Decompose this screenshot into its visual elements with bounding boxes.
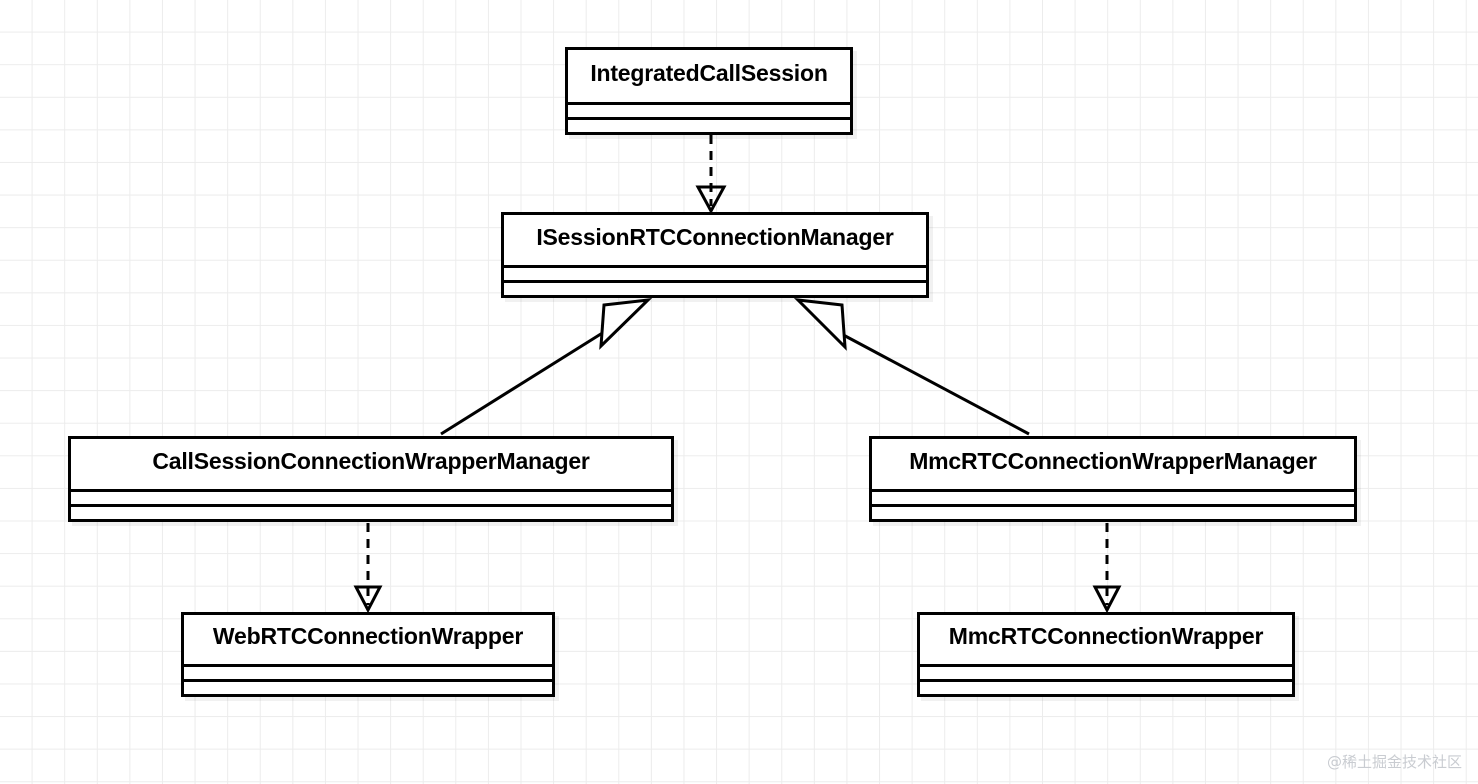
- uml-class-name: CallSessionConnectionWrapperManager: [152, 448, 590, 474]
- uml-compartment-attributes: [920, 664, 1292, 679]
- uml-class-mmc-rtc-connection-wrapper[interactable]: MmcRTCConnectionWrapper: [917, 612, 1295, 697]
- uml-edge-dependency[interactable]: [695, 135, 727, 215]
- uml-class-name: MmcRTCConnectionWrapper: [948, 623, 1264, 649]
- edge-line: [440, 325, 613, 436]
- uml-compartment-attributes: [504, 265, 926, 280]
- uml-compartment-operations: [872, 504, 1354, 519]
- arrowhead-hollow-triangle: [793, 298, 847, 351]
- uml-compartment-operations: [184, 679, 552, 694]
- uml-compartment-operations: [504, 280, 926, 295]
- watermark: @稀土掘金技术社区: [1326, 753, 1462, 771]
- arrowhead-open: [695, 185, 727, 215]
- arrowhead-open: [1092, 585, 1122, 614]
- uml-class-web-rtc-connection-wrapper[interactable]: WebRTCConnectionWrapper: [181, 612, 555, 697]
- uml-edge-realization[interactable]: [793, 298, 1030, 436]
- uml-class-mmc-rtc-connection-wrapper-manager[interactable]: MmcRTCConnectionWrapperManager: [869, 436, 1357, 522]
- uml-compartment-attributes: [184, 664, 552, 679]
- uml-edge-realization[interactable]: [440, 298, 653, 436]
- uml-compartment-attributes: [568, 102, 850, 117]
- uml-class-name: IntegratedCallSession: [590, 60, 828, 86]
- uml-edge-dependency[interactable]: [353, 523, 383, 614]
- arrowhead-open: [353, 585, 383, 614]
- uml-class-integrated-call-session[interactable]: IntegratedCallSession: [565, 47, 853, 135]
- uml-class-name: MmcRTCConnectionWrapperManager: [909, 448, 1317, 474]
- edge-line: [833, 328, 1030, 436]
- uml-compartment-operations: [568, 117, 850, 132]
- uml-compartment-operations: [920, 679, 1292, 694]
- uml-class-call-session-connection-wrapper-manager[interactable]: CallSessionConnectionWrapperManager: [68, 436, 674, 522]
- uml-compartment-attributes: [872, 489, 1354, 504]
- uml-class-isession-rtc-connection-manager[interactable]: ISessionRTCConnectionManager: [501, 212, 929, 298]
- uml-compartment-attributes: [71, 489, 671, 504]
- uml-compartment-operations: [71, 504, 671, 519]
- arrowhead-hollow-triangle: [599, 298, 653, 350]
- uml-class-name: ISessionRTCConnectionManager: [536, 224, 894, 250]
- uml-class-name: WebRTCConnectionWrapper: [212, 623, 524, 649]
- uml-edge-dependency[interactable]: [1092, 523, 1122, 614]
